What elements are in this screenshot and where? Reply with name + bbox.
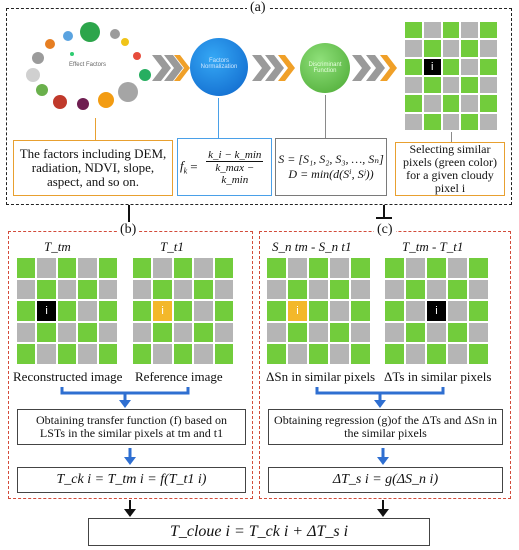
final-formula-box: T_cloue i = T_ck i + ΔT_s i [88,518,430,546]
regression-formula: ΔT_s i = g(ΔS_n i) [332,472,439,487]
set-formula: S = [S₁, S₂, S₃, …, Sₙ] [278,152,384,166]
normalization-formula-box: fk = k_i − k_min k_max − k_min [177,138,272,196]
delta-sn-grid: i [267,258,370,364]
delta-ts-grid: i [385,258,488,364]
down-arrow-c-icon [376,448,390,471]
connector-4 [451,132,452,142]
down-arrow-b-icon [123,448,137,471]
panel-b-label: (b) [117,222,140,238]
transfer-formula-box: T_ck i = T_tm i = f(T_t1 i) [17,467,246,493]
reference-image-grid: i [133,258,233,364]
chevron-arrows-2-icon [252,55,300,86]
discriminant-function-circle [300,43,350,93]
connector-2 [218,98,219,138]
regression-text: Obtaining regression (g)of the ΔTs and Δ… [274,413,497,440]
chevron-arrows-3-icon [352,55,402,86]
factors-normalization-circle [190,38,248,96]
discriminant-formula-box: S = [S₁, S₂, S₃, …, Sₙ] D = min(d(Sⁱ, Sʲ… [275,138,387,196]
merge-arrow-b-icon [60,387,190,414]
normalization-formula-numerator: k_i − k_min [206,148,264,162]
cloudy-pixel-a: i [423,58,441,75]
connector-3 [325,95,326,138]
panel-c-title-right: T_tm - T_t1 [402,239,464,254]
effect-factors-label: Effect Factors [69,62,106,68]
similar-pixels-grid-a: i [405,22,497,130]
reference-pixel-b: i [153,301,172,321]
delta-ts-pixel: i [427,301,446,321]
panel-c-label: (c) [374,222,396,238]
panel-a-label: (a) [247,0,269,16]
regression-box: Obtaining regression (g)of the ΔTs and Δ… [268,409,503,445]
cloudy-pixel-b: i [37,301,56,321]
merge-arrow-c-icon [315,387,445,414]
selection-description-box: Selecting similar pixels (green color) f… [395,142,505,196]
connector-1 [95,118,96,140]
distance-formula: D = min(d(Sⁱ, Sʲ)) [288,167,374,181]
normalization-formula-denominator: k_max − k_min [215,161,255,186]
normalization-formula-lhs: fk [180,158,188,176]
reconstructed-image-grid: i [17,258,117,364]
delta-sn-caption: ΔSn in similar pixels [266,369,376,384]
discriminant-function-label: Discriminant Function [308,62,342,74]
final-arrow-c-icon [376,500,390,523]
delta-sn-pixel: i [288,301,307,321]
factors-normalization-label: Factors Normalization [200,58,238,70]
final-formula: T_cloue i = T_ck i + ΔT_s i [169,523,349,540]
connector-cap-c [376,217,392,219]
chevron-arrows-1-icon [152,55,190,86]
effect-factors-graphic: Effect Factors [20,20,155,115]
regression-formula-box: ΔT_s i = g(ΔS_n i) [268,467,503,493]
selection-description-text: Selecting similar pixels (green color) f… [403,142,497,195]
transfer-function-text: Obtaining transfer function (f) based on… [36,413,227,440]
panel-b-title-left: T_tm [44,239,71,254]
reconstructed-image-caption: Reconstructed image [13,369,123,384]
factors-description-text: The factors including DEM, radiation, ND… [19,146,167,189]
transfer-formula: T_ck i = T_tm i = f(T_t1 i) [56,472,207,487]
transfer-function-box: Obtaining transfer function (f) based on… [17,409,246,445]
reference-image-caption: Reference image [135,369,223,384]
delta-ts-caption: ΔTs in similar pixels [384,369,492,384]
effect-factors-dots [26,22,151,110]
panel-b-title-right: T_t1 [160,239,184,254]
final-arrow-b-icon [123,500,137,523]
connector-down-b [128,205,130,227]
connector-down-c [383,205,385,217]
factors-description-box: The factors including DEM, radiation, ND… [13,140,173,196]
panel-c-title-left: S_n tm - S_n t1 [272,239,352,254]
